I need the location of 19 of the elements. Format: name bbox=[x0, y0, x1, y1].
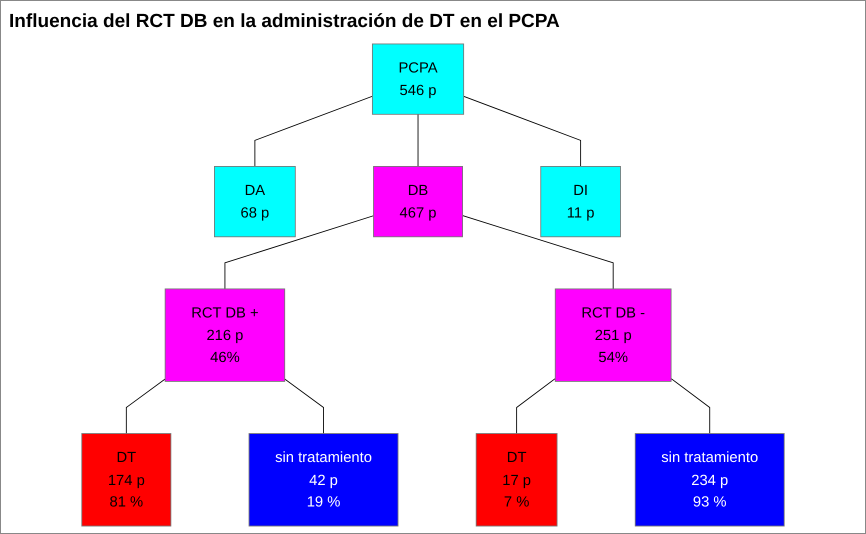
node-box: DI 11 p bbox=[540, 166, 621, 238]
node-box: RCT DB + 216 p 46% bbox=[164, 288, 286, 382]
connector bbox=[462, 215, 614, 290]
node-box: DT 17 p 7 % bbox=[476, 433, 558, 526]
connector bbox=[224, 215, 374, 290]
connector bbox=[670, 378, 710, 434]
node-box: sin tratamiento 234 p 93 % bbox=[634, 433, 785, 526]
connector bbox=[516, 378, 556, 434]
node-box: PCPA 546 p bbox=[372, 44, 464, 115]
connector bbox=[463, 96, 582, 167]
connector bbox=[126, 378, 166, 434]
node-box: sin tratamiento 42 p 19 % bbox=[248, 433, 398, 526]
connector bbox=[284, 378, 324, 434]
node-box: DB 467 p bbox=[373, 166, 463, 238]
diagram-title: Influencia del RCT DB en la administración de DT en el PCPA bbox=[8, 10, 561, 34]
connector bbox=[254, 96, 373, 167]
node-box: RCT DB - 251 p 54% bbox=[554, 288, 672, 382]
node-box: DT 174 p 81 % bbox=[81, 433, 172, 526]
node-box: DA 68 p bbox=[214, 166, 296, 238]
